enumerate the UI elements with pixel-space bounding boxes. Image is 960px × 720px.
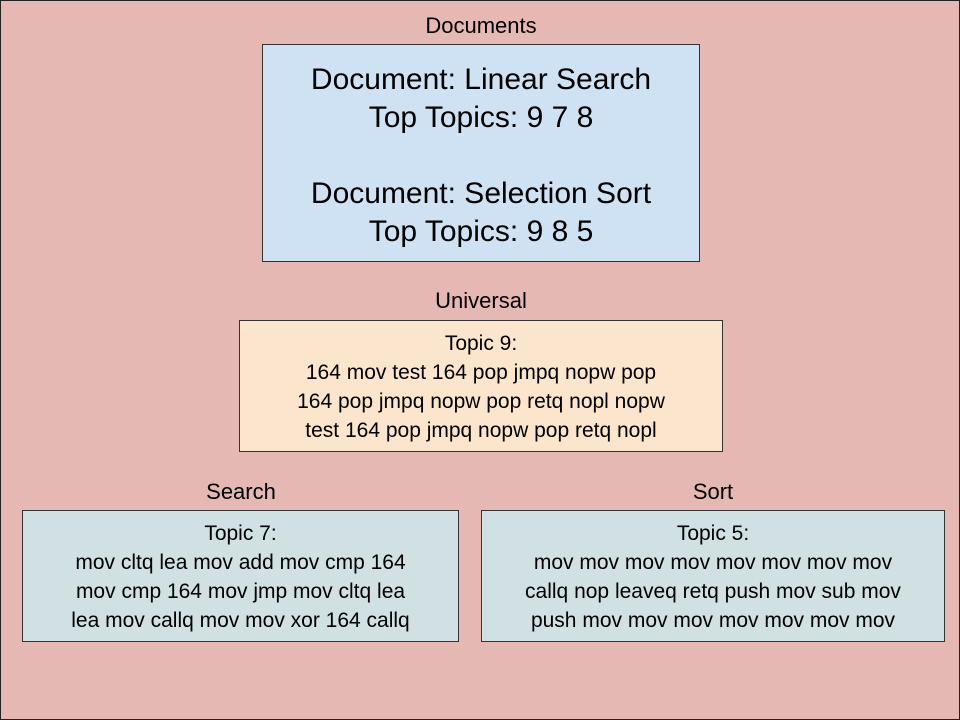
search-topic-box: Topic 7: mov cltq lea mov add mov cmp 16… <box>22 510 459 642</box>
topic-words-line: mov mov mov mov mov mov mov mov <box>533 551 893 574</box>
sort-topic-box: Topic 5: mov mov mov mov mov mov mov mov… <box>481 510 945 642</box>
universal-topic-box: Topic 9: 164 mov test 164 pop jmpq nopw … <box>239 320 723 452</box>
sort-label: Sort <box>692 479 734 504</box>
topic-words-line: mov cmp 164 mov jmp mov cltq lea <box>75 580 406 603</box>
topic-words-line: push mov mov mov mov mov mov mov <box>530 609 896 632</box>
documents-label: Documents <box>425 13 537 38</box>
topic-words-line: 164 mov test 164 pop jmpq nopw pop <box>305 361 657 384</box>
universal-label: Universal <box>435 288 527 313</box>
topic-title: Topic 5: <box>676 522 750 545</box>
document-name: Document: Selection Sort <box>310 177 652 210</box>
topic-words-line: test 164 pop jmpq nopw pop retq nopl <box>305 419 657 442</box>
documents-box: Document: Linear Search Top Topics: 9 7 … <box>262 44 700 262</box>
document-name: Document: Linear Search <box>310 63 652 96</box>
topic-words-line: 164 pop jmpq nopw pop retq nopl nopw <box>297 390 665 413</box>
document-top-topics: Top Topics: 9 8 5 <box>368 215 594 248</box>
document-top-topics: Top Topics: 9 7 8 <box>368 101 594 134</box>
search-label: Search <box>206 479 276 504</box>
topic-title: Topic 7: <box>204 522 277 545</box>
topic-title: Topic 9: <box>444 332 518 355</box>
document-spacer <box>263 137 699 175</box>
topic-words-line: callq nop leaveq retq push mov sub mov <box>525 580 901 603</box>
topic-words-line: lea mov callq mov mov xor 164 callq <box>71 609 410 632</box>
topic-words-line: mov cltq lea mov add mov cmp 164 <box>75 551 406 574</box>
